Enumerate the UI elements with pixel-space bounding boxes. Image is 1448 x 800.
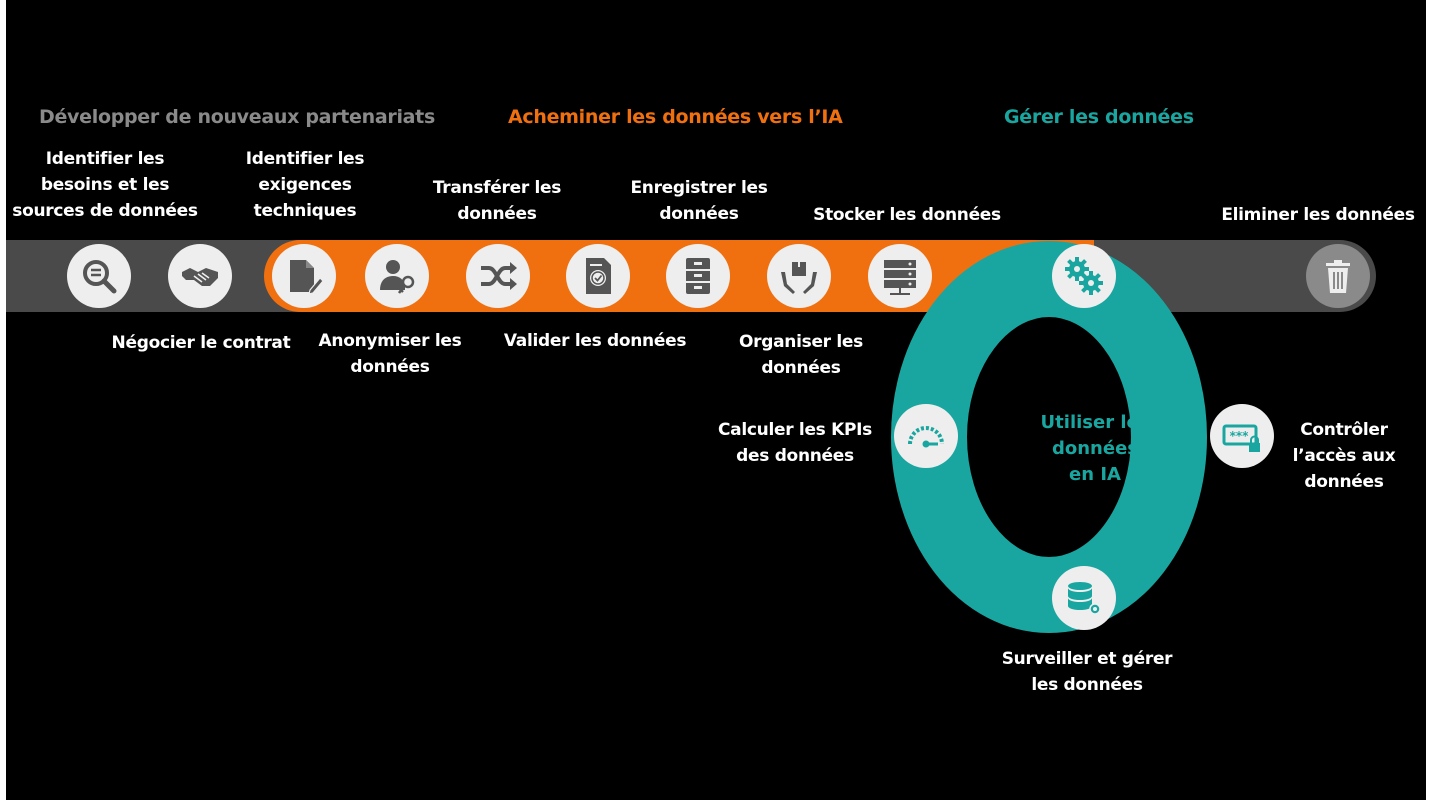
node-kpi: [894, 404, 958, 468]
node-manage: [1052, 244, 1116, 308]
step-label-validate: Valider les données: [503, 331, 687, 351]
step-label-store: Stocker les données: [813, 205, 1001, 225]
node-anonymize: [365, 244, 429, 308]
node-identify-needs: [67, 244, 131, 308]
node-organize: [767, 244, 831, 308]
certificate-icon: [586, 258, 611, 294]
node-access: ***: [1210, 404, 1274, 468]
cycle-label-access: Contrôler l’accès aux données: [1292, 420, 1396, 492]
cycle-label-kpi: Calculer les KPIs des données: [718, 420, 872, 466]
diagram-canvas: Développer de nouveaux partenariats Ache…: [6, 0, 1426, 800]
server-icon: [884, 260, 916, 295]
step-label-eliminate: Eliminer les données: [1221, 205, 1415, 225]
phase-title-manage: Gérer les données: [1004, 106, 1194, 128]
step-label-transfer: Transférer les données: [432, 178, 562, 224]
hands-box-icon: [781, 262, 817, 294]
search-icon: [83, 260, 117, 294]
gauge-icon: [908, 426, 944, 448]
cycle-center-label: Utiliser les données en IA: [1040, 412, 1150, 485]
step-label-register: Enregistrer les données: [630, 178, 768, 224]
step-label-identify-needs: Identifier les besoins et les sources de…: [12, 149, 198, 221]
node-negotiate: [168, 244, 232, 308]
password-lock-icon: ***: [1222, 424, 1260, 452]
user-key-icon: [380, 260, 415, 294]
step-label-negotiate: Négocier le contrat: [111, 333, 291, 353]
filing-cabinet-icon: [686, 258, 710, 294]
step-label-identify-tech: Identifier les exigences techniques: [245, 149, 365, 221]
node-transfer: [466, 244, 530, 308]
gears-icon: [1065, 257, 1103, 295]
node-identify-tech: [272, 244, 336, 308]
step-label-anonymize: Anonymiser les données: [318, 331, 462, 377]
phase-title-partnerships: Développer de nouveaux partenariats: [39, 106, 435, 128]
node-monitor: [1052, 566, 1116, 630]
phase-title-routing: Acheminer les données vers l’IA: [508, 106, 843, 128]
trash-icon: [1326, 260, 1350, 293]
handshake-icon: [182, 268, 218, 286]
node-eliminate: [1306, 244, 1370, 308]
svg-text:***: ***: [1230, 429, 1250, 443]
step-label-organize: Organiser les données: [739, 332, 863, 378]
cycle-label-monitor: Surveiller et gérer les données: [1001, 649, 1173, 695]
shuffle-icon: [481, 262, 517, 290]
node-validate: [566, 244, 630, 308]
document-pen-icon: [290, 260, 324, 295]
node-register: [666, 244, 730, 308]
node-store: [868, 244, 932, 308]
database-gear-icon: [1068, 582, 1101, 615]
